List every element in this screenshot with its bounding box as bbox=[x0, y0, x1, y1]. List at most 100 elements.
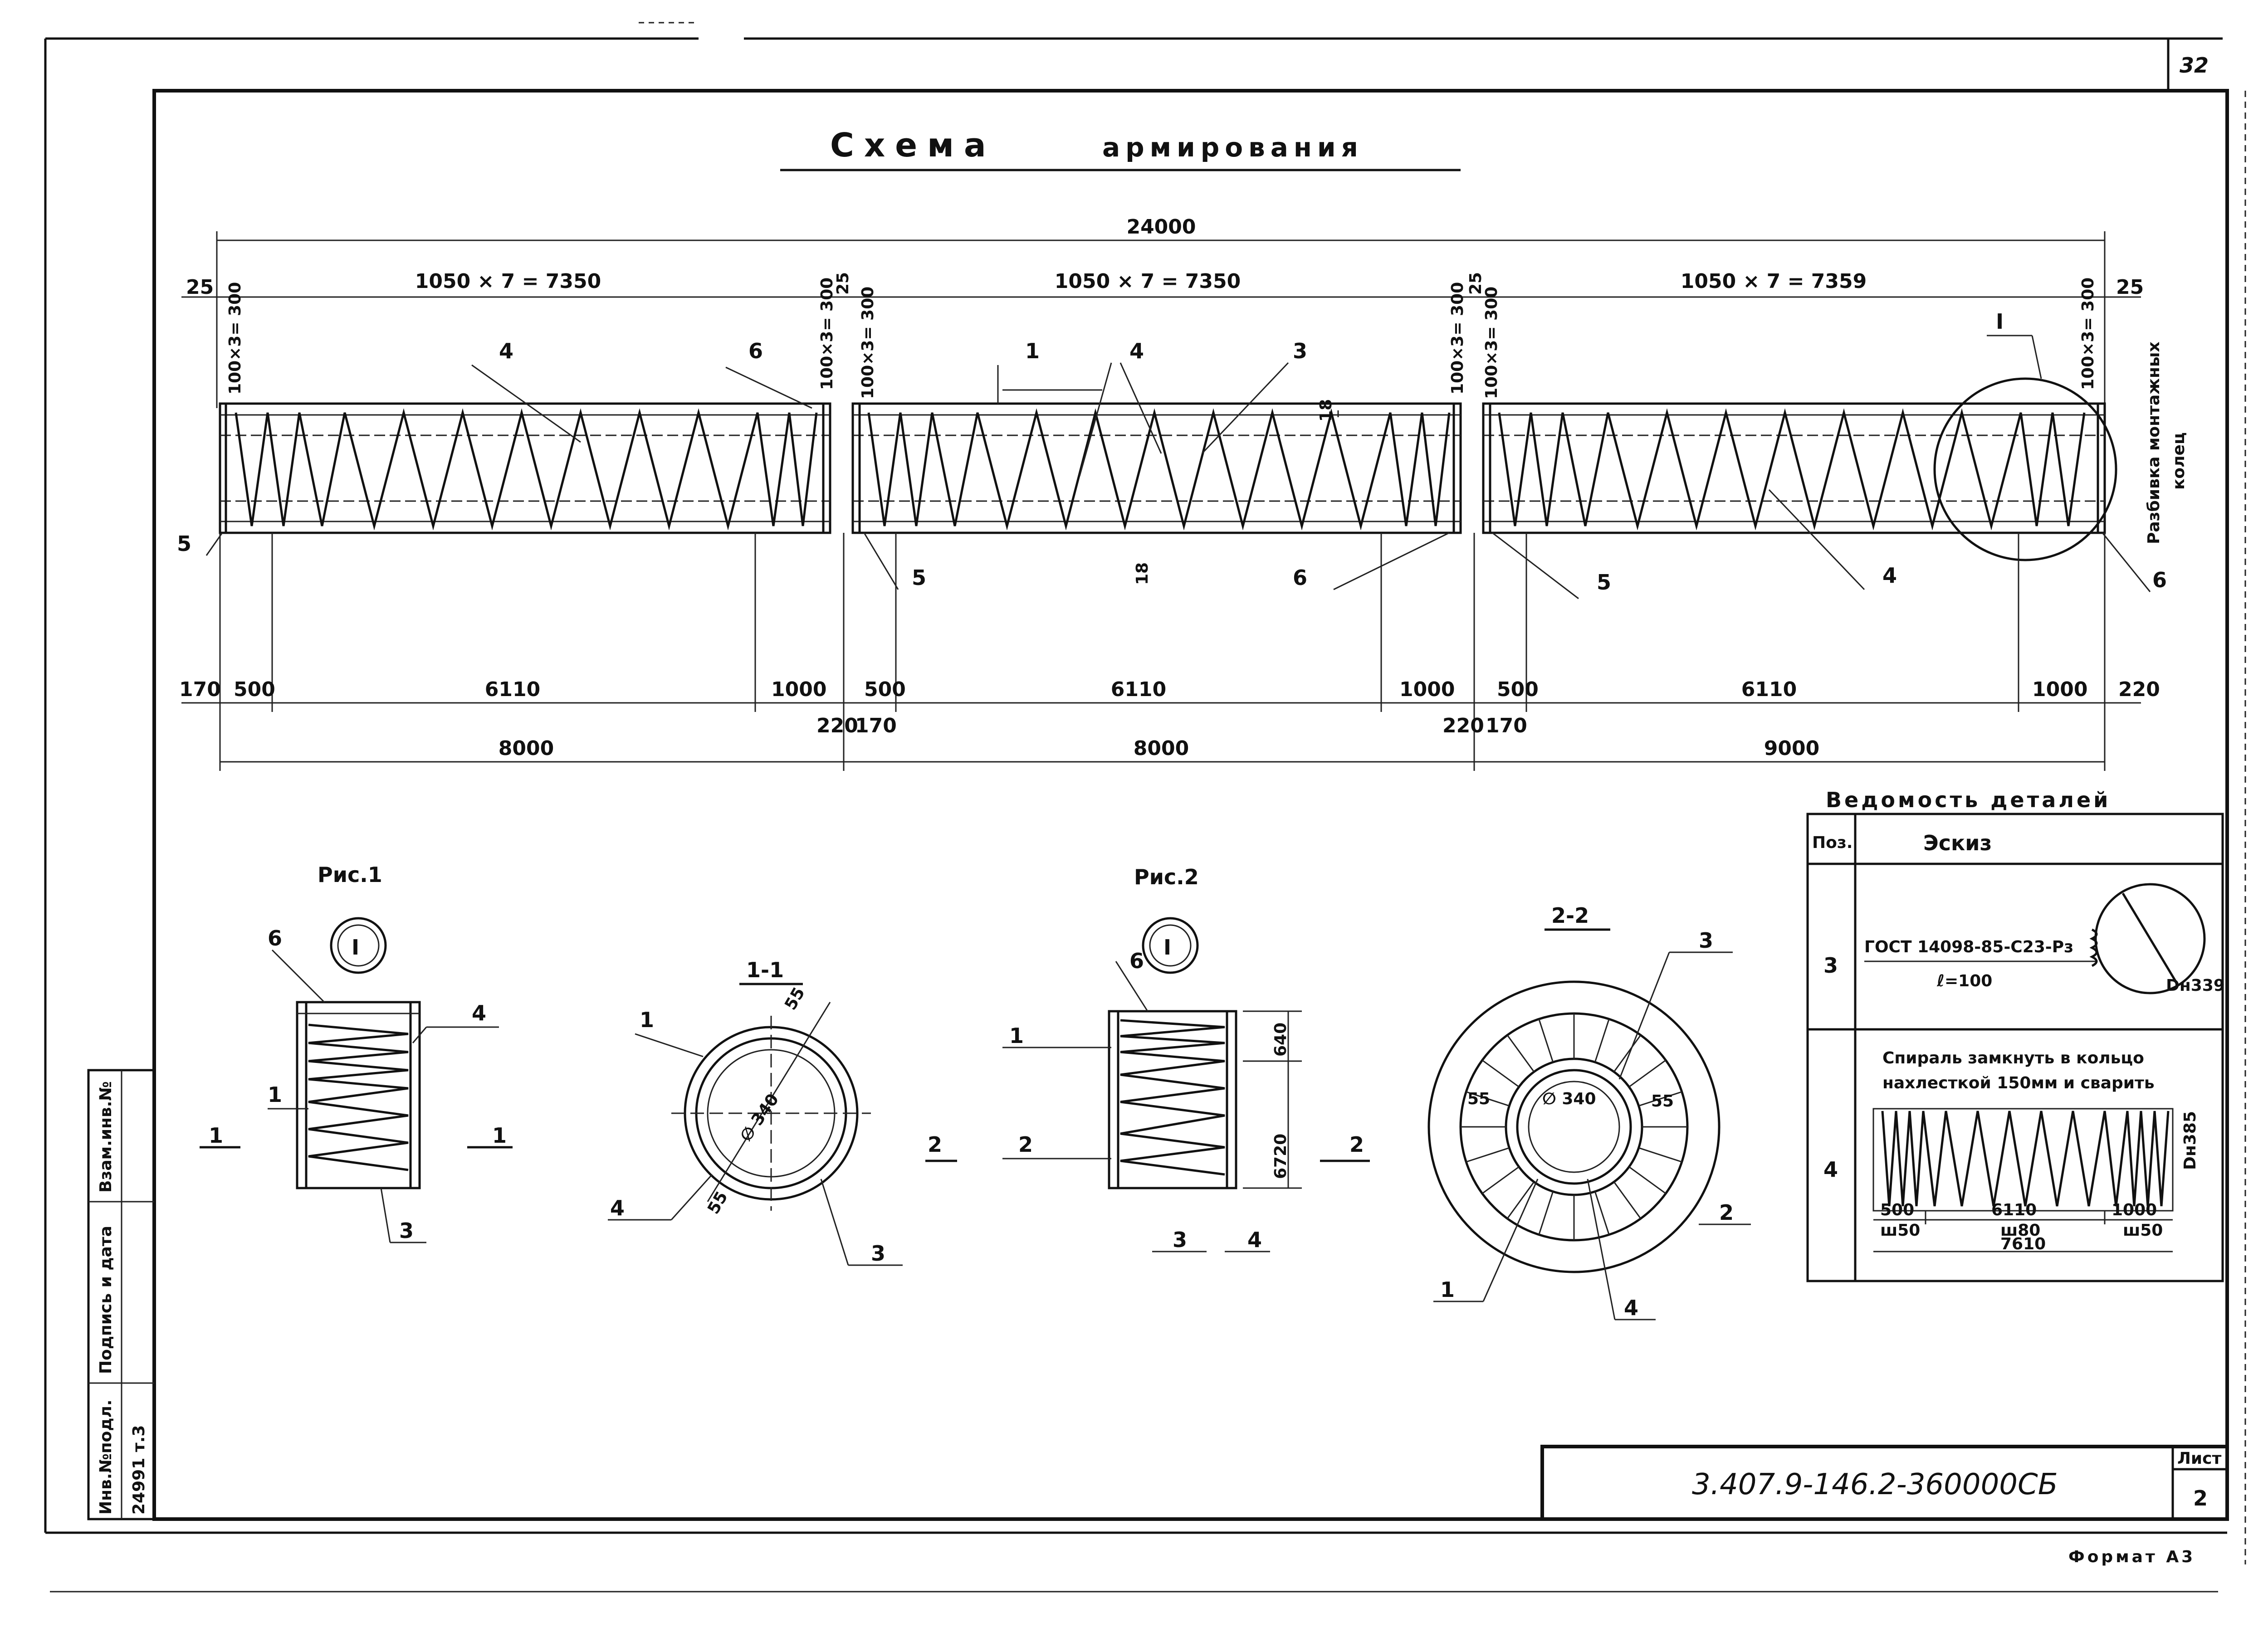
schedule-row1-sub: ℓ=100 bbox=[1936, 972, 1992, 990]
section22-label-1: 1 bbox=[1440, 1277, 1455, 1302]
fig1-cut-right: 1 bbox=[492, 1123, 507, 1148]
fig1-label-1: 1 bbox=[268, 1082, 282, 1107]
end-offset-right: 25 bbox=[2116, 276, 2144, 299]
fig2-dim-640: 640 bbox=[1271, 1023, 1290, 1057]
schedule-title: Ведомость деталей bbox=[1826, 788, 2111, 812]
lower-seg3-c: 1000 bbox=[2032, 678, 2087, 701]
end-spacing-4: 100×3= 300 bbox=[1448, 282, 1467, 395]
fig1-label-4: 4 bbox=[472, 1001, 486, 1025]
pos-1-a: 1 bbox=[1025, 339, 1040, 363]
section11-dia: ∅ 340 bbox=[737, 1091, 783, 1145]
fig2-cut-left: 2 bbox=[928, 1132, 942, 1157]
fig2-dim-6720: 6720 bbox=[1271, 1134, 1290, 1179]
end-spacing-2: 100×3= 300 bbox=[818, 278, 836, 390]
schedule-row2-pitch-3: ш50 bbox=[2123, 1221, 2163, 1240]
section22-title: 2-2 bbox=[1551, 903, 1589, 928]
schedule-row2-dim-3: 1000 bbox=[2112, 1201, 2157, 1219]
lower-seg1-b: 6110 bbox=[485, 678, 540, 701]
title-block bbox=[1540, 1445, 2229, 1521]
section22-dim-left: 55 bbox=[1467, 1090, 1490, 1108]
lower-total-3: 9000 bbox=[1764, 737, 1819, 760]
sheet-frame bbox=[44, 22, 2246, 1593]
sheet-label: Лист bbox=[2177, 1449, 2221, 1468]
pos-4-b: 4 bbox=[1129, 339, 1144, 363]
pos-18-b: 18 bbox=[1133, 562, 1152, 585]
lower-seg2-b: 6110 bbox=[1111, 678, 1166, 701]
schedule-row2-dia: Dн385 bbox=[2181, 1111, 2200, 1170]
section22-label-2: 2 bbox=[1719, 1200, 1734, 1225]
lower-dimension-lines bbox=[181, 533, 2141, 771]
end-spacing-3: 100×3= 300 bbox=[859, 287, 877, 399]
fig2-label-3: 3 bbox=[1173, 1228, 1187, 1252]
section22-spoke bbox=[1638, 1091, 1682, 1107]
segment-formula-2: 1050 × 7 = 7350 bbox=[1055, 270, 1241, 293]
fig2-label-2: 2 bbox=[1018, 1132, 1033, 1157]
fig2-label-1: 1 bbox=[1009, 1023, 1024, 1048]
parts-schedule-table bbox=[1806, 813, 2224, 1282]
fig1-label-3: 3 bbox=[399, 1218, 414, 1243]
side-note-line-2: колец bbox=[2170, 432, 2188, 490]
detail-callout-I: I bbox=[1996, 309, 2004, 334]
section-1-1-drawing bbox=[608, 983, 903, 1266]
stamp-inv-value: 24991 т.3 bbox=[130, 1425, 148, 1515]
schedule-row1-text: ГОСТ 14098-85-С23-Рз bbox=[1864, 938, 2073, 956]
section22-spoke bbox=[1506, 1034, 1535, 1072]
overall-length: 24000 bbox=[1126, 215, 1196, 239]
section22-spoke bbox=[1481, 1166, 1520, 1194]
pos-5-b: 5 bbox=[912, 565, 926, 590]
title-word-2: армирования bbox=[1102, 132, 1364, 163]
section-2-2-drawing bbox=[1427, 928, 1751, 1320]
pos-6-c: 6 bbox=[2152, 568, 2167, 592]
section22-spoke bbox=[1638, 1147, 1682, 1163]
section22-spoke bbox=[1628, 1059, 1667, 1088]
section22-spoke bbox=[1481, 1059, 1520, 1088]
pile-cage bbox=[219, 335, 2117, 561]
schedule-row2-dim-1: 500 bbox=[1880, 1201, 1914, 1219]
schedule-row2-note1: Спираль замкнуть в кольцо bbox=[1882, 1049, 2144, 1067]
section22-spoke bbox=[1538, 1191, 1554, 1235]
segment-formula-3: 1050 × 7 = 7359 bbox=[1681, 270, 1867, 293]
sheet-number: 2 bbox=[2193, 1486, 2208, 1510]
fig1-title: Рис.1 bbox=[318, 862, 382, 887]
overall-dimension bbox=[216, 231, 2106, 408]
end-spacing-1: 100×3= 300 bbox=[226, 282, 244, 395]
section22-dim-right: 55 bbox=[1651, 1092, 1674, 1111]
fig2-label-6: 6 bbox=[1129, 949, 1144, 973]
lower-left-off-3: 170 bbox=[1486, 714, 1527, 737]
section22-label-4: 4 bbox=[1624, 1296, 1638, 1320]
position-leaders bbox=[205, 362, 2151, 599]
small-gap-2: 25 bbox=[1466, 272, 1485, 295]
lower-gap-1: 220 bbox=[816, 714, 858, 737]
pos-3-a: 3 bbox=[1293, 339, 1307, 363]
fig2-title: Рис.2 bbox=[1134, 865, 1199, 889]
lower-seg3-b: 6110 bbox=[1741, 678, 1797, 701]
fig2-label-4: 4 bbox=[1247, 1228, 1262, 1252]
schedule-row2-dim-2: 6110 bbox=[1991, 1201, 2037, 1219]
pos-5-c: 5 bbox=[1597, 570, 1611, 594]
section11-label-1: 1 bbox=[640, 1008, 654, 1032]
section11-title: 1-1 bbox=[746, 958, 784, 982]
lower-left-off-2: 170 bbox=[855, 714, 897, 737]
schedule-row2-total: 7610 bbox=[2000, 1235, 2046, 1253]
lower-total-2: 8000 bbox=[1134, 737, 1189, 760]
section22-spoke bbox=[1466, 1147, 1510, 1163]
fig1-callout: I bbox=[352, 935, 359, 960]
lower-right-off: 220 bbox=[2118, 678, 2160, 701]
fig1-drawing bbox=[200, 917, 513, 1243]
pos-18-a: 18 bbox=[1317, 399, 1335, 422]
section22-spoke bbox=[1594, 1191, 1610, 1235]
lower-seg2-c: 1000 bbox=[1399, 678, 1455, 701]
stamp-inv-no: Инв.№подл. bbox=[97, 1400, 115, 1515]
pos-4-c: 4 bbox=[1882, 563, 1897, 588]
pos-5-a: 5 bbox=[177, 531, 191, 556]
end-spacing-6: 100×3= 300 bbox=[2079, 278, 2097, 390]
end-spacing-5: 100×3= 300 bbox=[1482, 287, 1501, 399]
section22-spoke bbox=[1466, 1091, 1510, 1107]
schedule-row1-dia: Dн339 bbox=[2166, 976, 2225, 995]
pos-6-a: 6 bbox=[748, 339, 763, 363]
segment-formula-1: 1050 × 7 = 7350 bbox=[415, 270, 601, 293]
lower-total-1: 8000 bbox=[499, 737, 554, 760]
title-word-1: Схема bbox=[830, 126, 996, 164]
section22-spoke bbox=[1613, 1034, 1642, 1072]
